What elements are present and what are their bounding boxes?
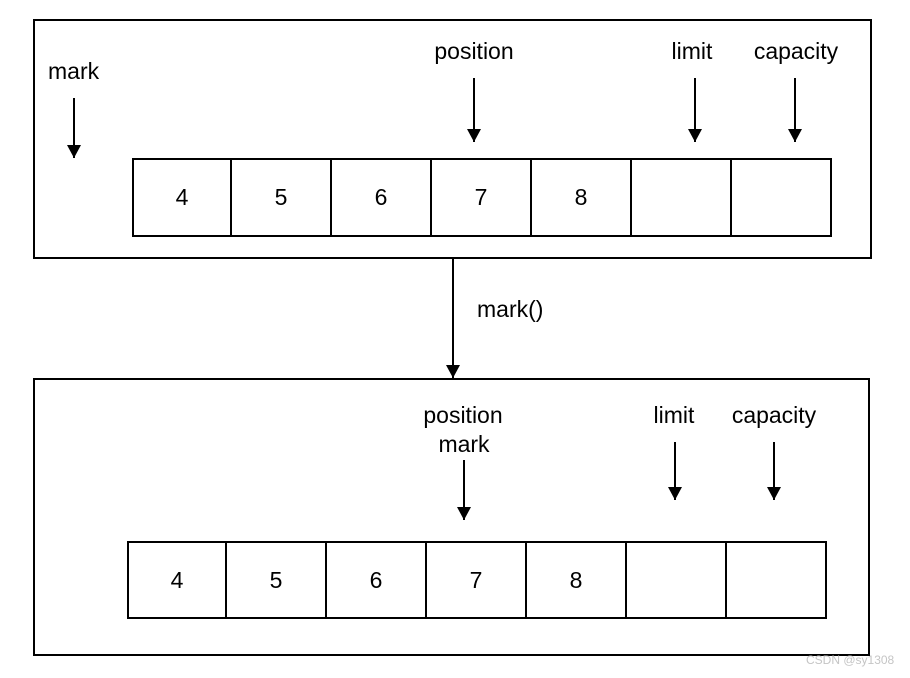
cell-value: 7 xyxy=(469,566,483,593)
buffer-cell: 8 xyxy=(525,541,627,619)
buffer-cell: 6 xyxy=(325,541,427,619)
cell-value: 7 xyxy=(474,184,488,210)
buffer-cell: 4 xyxy=(127,541,227,619)
mark-down-arrow-icon xyxy=(67,98,81,158)
buffer-array-before: 4 5 6 7 8 xyxy=(132,158,832,237)
cell-value: 4 xyxy=(175,184,189,210)
transition-method-label: mark() xyxy=(477,296,544,322)
buffer-array-after: 4 5 6 7 8 xyxy=(127,541,827,619)
buffer-after-panel: position mark limit capacity 4 5 6 7 8 xyxy=(33,378,870,656)
mark-label: mark xyxy=(438,431,490,457)
position-mark-down-arrow-icon xyxy=(457,460,471,520)
cell-value: 6 xyxy=(374,184,388,210)
buffer-cell xyxy=(730,158,832,237)
buffer-cell: 4 xyxy=(132,158,232,237)
position-label: position xyxy=(423,402,503,428)
cell-value: 5 xyxy=(269,566,283,593)
buffer-cell xyxy=(630,158,732,237)
capacity-down-arrow-icon xyxy=(767,442,781,500)
cell-value: 8 xyxy=(574,184,588,210)
buffer-cell: 5 xyxy=(225,541,327,619)
position-down-arrow-icon xyxy=(467,78,481,142)
cell-value: 6 xyxy=(369,566,383,593)
buffer-cell: 6 xyxy=(330,158,432,237)
buffer-cell: 8 xyxy=(530,158,632,237)
capacity-label: capacity xyxy=(731,402,817,428)
buffer-before-panel: mark position limit capacity 4 5 6 7 8 xyxy=(33,19,872,259)
limit-down-arrow-icon xyxy=(688,78,702,142)
capacity-label: capacity xyxy=(753,38,839,64)
mark-label: mark xyxy=(48,58,100,84)
cell-value: 5 xyxy=(274,184,288,210)
limit-label: limit xyxy=(671,38,713,64)
position-label: position xyxy=(434,38,514,64)
buffer-cell: 5 xyxy=(230,158,332,237)
capacity-down-arrow-icon xyxy=(788,78,802,142)
cell-value: 8 xyxy=(569,566,583,593)
limit-down-arrow-icon xyxy=(668,442,682,500)
limit-label: limit xyxy=(653,402,695,428)
buffer-cell: 7 xyxy=(430,158,532,237)
transition-down-arrow-icon xyxy=(446,258,460,378)
cell-value: 4 xyxy=(170,566,184,593)
buffer-cell: 7 xyxy=(425,541,527,619)
buffer-cell xyxy=(725,541,827,619)
buffer-cell xyxy=(625,541,727,619)
watermark-text: CSDN @sy1308 xyxy=(806,653,895,667)
